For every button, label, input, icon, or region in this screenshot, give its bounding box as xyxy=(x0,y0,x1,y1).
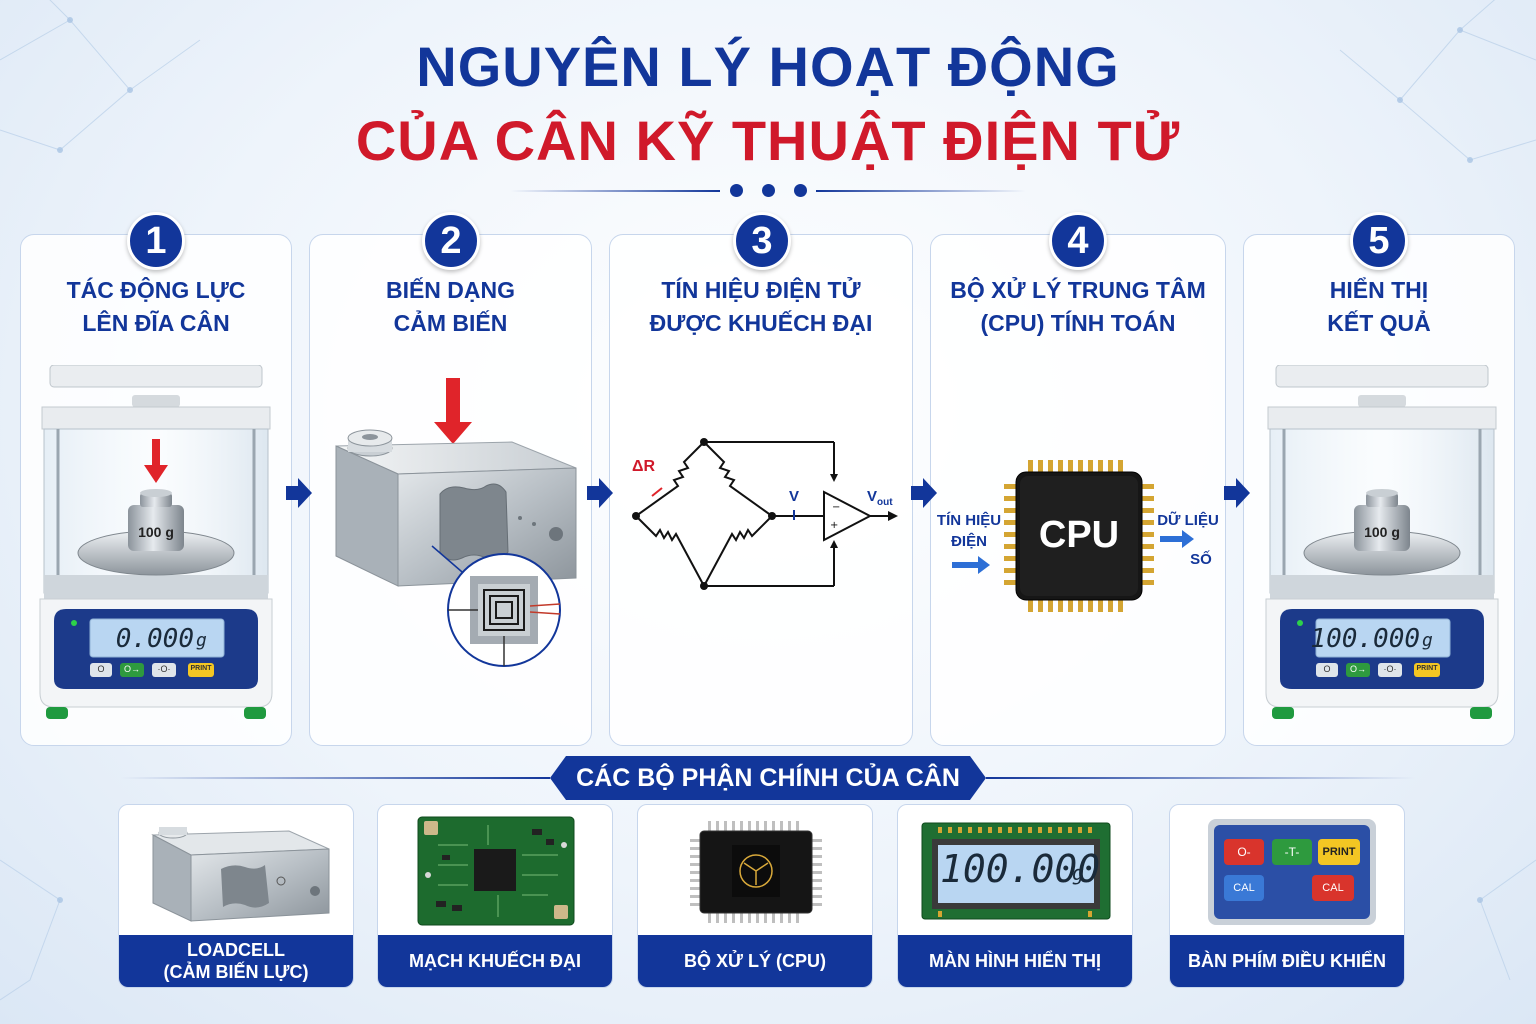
keypad-panel-icon xyxy=(1208,819,1376,925)
svg-text:+: + xyxy=(830,520,838,531)
step-title-3-line-2: ĐƯỢC KHUẾCH ĐẠI xyxy=(649,310,873,336)
component-label-keypad: BÀN PHÍM ĐIỀU KHIỂN xyxy=(1170,935,1404,987)
key-cal-right: CAL xyxy=(1322,882,1344,894)
key-zero: O- xyxy=(1237,845,1251,859)
component-display-value: 100.000 xyxy=(940,847,1101,891)
key-tare: -T- xyxy=(1284,845,1300,859)
key-cal-left: CAL xyxy=(1233,882,1255,894)
step-number-2: 2 xyxy=(422,212,480,270)
component-label-cpu: BỘ XỬ LÝ (CPU) xyxy=(638,935,872,987)
mode-key: ·O· xyxy=(1383,664,1397,674)
step-title-2-line-1: BIẾN DẠNG xyxy=(385,277,516,303)
cpu-output-line-1: DỮ LIỆU xyxy=(1157,512,1219,529)
component-card-amplifier: MẠCH KHUẾCH ĐẠI xyxy=(377,804,613,988)
tare-key: O→ xyxy=(123,664,140,674)
circuit-board-icon xyxy=(417,816,575,926)
step-title-4-line-1: BỘ XỬ LÝ TRUNG TÂM xyxy=(950,277,1206,303)
output-voltage-label: Vout xyxy=(867,488,893,508)
component-label-loadcell-line-1: LOADCELL xyxy=(187,940,285,960)
step-title-3-line-1: TÍN HIỆU ĐIỆN TỬ xyxy=(661,277,861,303)
loadcell-deformation xyxy=(335,378,577,667)
component-card-loadcell: LOADCELL (CẢM BIẾN LỰC) xyxy=(118,804,354,988)
step-title-1: TÁC ĐỘNG LỰC LÊN ĐĨA CÂN xyxy=(20,274,292,340)
title-divider xyxy=(510,180,1026,202)
step-title-5-line-1: HIỂN THỊ xyxy=(1329,277,1429,303)
output-voltage-symbol: V xyxy=(867,488,878,505)
step-title-2-line-2: CẢM BIẾN xyxy=(393,310,508,336)
cpu-input-label: TÍN HIỆU ĐIỆN xyxy=(936,510,1002,552)
tare-key: O→ xyxy=(1349,664,1366,674)
scale-display-value-5: 100.000 xyxy=(1310,624,1420,654)
output-voltage-subscript: out xyxy=(877,497,893,508)
cpu-input-line-1: TÍN HIỆU xyxy=(936,512,1002,529)
analytical-balance-1 xyxy=(39,365,273,719)
cpu-output-line-2: SỐ xyxy=(1190,551,1212,568)
component-display-unit: g xyxy=(1072,861,1085,885)
cpu-chip-label: CPU xyxy=(1038,514,1120,556)
component-card-cpu: BỘ XỬ LÝ (CPU) xyxy=(637,804,873,988)
banner-line-right xyxy=(986,777,1416,779)
step-title-5: HIỂN THỊ KẾT QUẢ xyxy=(1243,274,1515,340)
wheatstone-bridge-circuit: − + xyxy=(632,438,898,590)
step-title-5-line-2: KẾT QUẢ xyxy=(1327,310,1431,336)
scale-display-unit-5: g xyxy=(1422,630,1433,651)
loadcell-icon xyxy=(151,827,330,922)
page-title-line-2: CỦA CÂN KỸ THUẬT ĐIỆN TỬ xyxy=(355,109,1181,172)
scale-display-value-1: 0.000 xyxy=(115,624,194,654)
page-title-line-1: NGUYÊN LÝ HOẠT ĐỘNG xyxy=(416,35,1120,98)
data-out-arrow-icon xyxy=(1160,530,1194,548)
weight-label-5: 100 g xyxy=(1364,524,1400,540)
step-title-3: TÍN HIỆU ĐIỆN TỬ ĐƯỢC KHUẾCH ĐẠI xyxy=(609,274,913,340)
step-number-1: 1 xyxy=(127,212,185,270)
cpu-input-line-2: ĐIỆN xyxy=(951,533,987,550)
step-number-5: 5 xyxy=(1350,212,1408,270)
banner-line-left xyxy=(120,777,550,779)
cpu-icon xyxy=(690,821,822,923)
bridge-voltage-label: V xyxy=(789,488,800,505)
component-card-display: 100.000 g MÀN HÌNH HIỂN THỊ xyxy=(897,804,1133,988)
step-title-1-line-1: TÁC ĐỘNG LỰC xyxy=(66,277,246,303)
step-title-2: BIẾN DẠNG CẢM BIẾN xyxy=(309,274,592,340)
component-label-amplifier: MẠCH KHUẾCH ĐẠI xyxy=(378,935,612,987)
component-label-loadcell: LOADCELL (CẢM BIẾN LỰC) xyxy=(119,935,353,987)
component-label-loadcell-line-2: (CẢM BIẾN LỰC) xyxy=(163,962,309,982)
cpu-chip-icon xyxy=(1004,460,1154,612)
print-key: PRINT xyxy=(190,665,212,672)
weight-label-1: 100 g xyxy=(138,524,174,540)
svg-text:−: − xyxy=(832,502,840,513)
key-print: PRINT xyxy=(1322,846,1356,858)
flow-arrow-icon xyxy=(286,478,312,508)
lcd-module-icon xyxy=(921,822,1111,920)
step-title-4: BỘ XỬ LÝ TRUNG TÂM (CPU) TÍNH TOÁN xyxy=(930,274,1226,340)
step-title-1-line-2: LÊN ĐĨA CÂN xyxy=(82,310,230,336)
delta-r-label: ΔR xyxy=(632,458,656,475)
component-card-keypad: O- -T- PRINT CAL CAL BÀN PHÍM ĐIỀU KHIỂN xyxy=(1169,804,1405,988)
flow-arrow-icon xyxy=(1224,478,1250,508)
scale-display-unit-1: g xyxy=(196,630,207,651)
signal-in-arrow-icon xyxy=(952,556,990,574)
step-number-4: 4 xyxy=(1049,212,1107,270)
step-number-3: 3 xyxy=(733,212,791,270)
step-title-4-line-2: (CPU) TÍNH TOÁN xyxy=(980,310,1176,336)
mode-key: ·O· xyxy=(157,664,171,674)
flow-arrow-icon xyxy=(911,478,937,508)
zero-key: O xyxy=(1323,664,1331,674)
print-key: PRINT xyxy=(1416,665,1438,672)
component-label-display: MÀN HÌNH HIỂN THỊ xyxy=(898,935,1132,987)
flow-arrow-icon xyxy=(587,478,613,508)
section-title: CÁC BỘ PHẬN CHÍNH CỦA CÂN xyxy=(550,756,986,800)
cpu-output-label: DỮ LIỆU SỐ xyxy=(1156,510,1220,570)
zero-key: O xyxy=(97,664,105,674)
analytical-balance-5 xyxy=(1265,365,1499,719)
